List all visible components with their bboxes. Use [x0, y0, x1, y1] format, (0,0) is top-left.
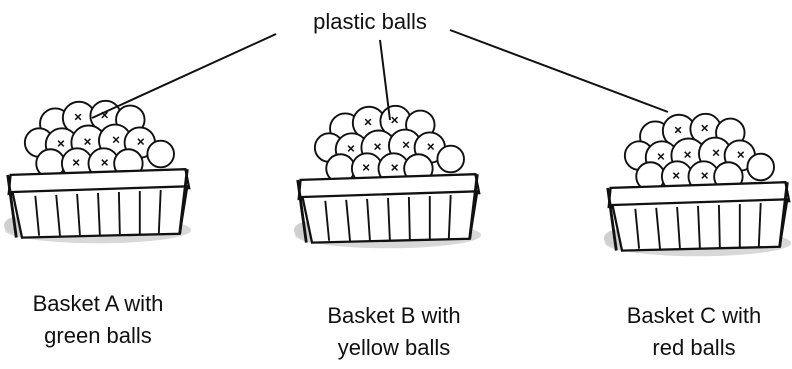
- basket-c-caption-line1: Basket C with: [596, 300, 792, 332]
- basket-a-caption: Basket A with green balls: [0, 288, 196, 352]
- callout-line-c: [450, 30, 668, 112]
- callout-label: plastic balls: [286, 6, 454, 38]
- basket-c-caption-line2: red balls: [596, 332, 792, 364]
- basket-a-caption-line1: Basket A with: [0, 288, 196, 320]
- basket-a-caption-line2: green balls: [0, 320, 196, 352]
- basket-c: [604, 114, 791, 257]
- basket-b-caption: Basket B with yellow balls: [296, 300, 492, 364]
- basket-b-caption-line1: Basket B with: [296, 300, 492, 332]
- callout-line-b: [380, 40, 390, 120]
- basket-c-caption: Basket C with red balls: [596, 300, 792, 364]
- basket-a: [4, 101, 191, 244]
- basket-b: [294, 106, 481, 249]
- basket-b-caption-line2: yellow balls: [296, 332, 492, 364]
- callout-line-a: [92, 34, 276, 118]
